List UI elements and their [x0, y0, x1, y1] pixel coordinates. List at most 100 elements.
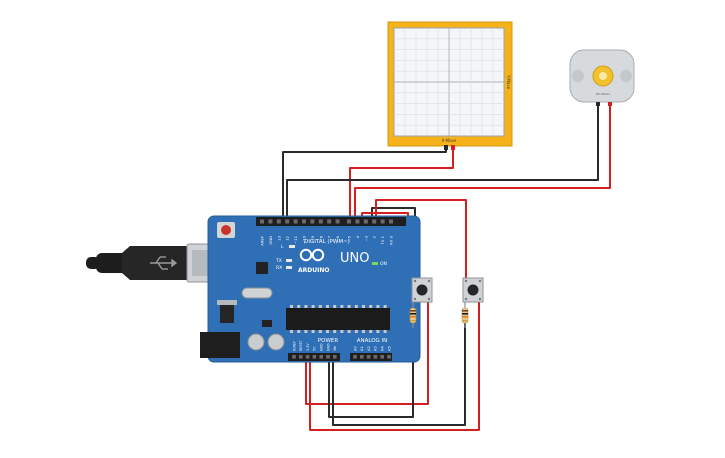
pin-hole[interactable] [387, 355, 391, 359]
pin-hole[interactable] [366, 355, 371, 359]
analog-header-strip [350, 353, 392, 361]
pin-hole[interactable] [305, 355, 310, 359]
pin-hole[interactable] [319, 355, 323, 359]
pin-label: 3.3V [306, 343, 310, 351]
pin-hole[interactable] [268, 219, 273, 224]
pin-label: GND [326, 343, 330, 351]
pin-label: 13 [276, 235, 281, 240]
pin-hole[interactable] [292, 355, 296, 359]
pin-hole[interactable] [318, 219, 323, 224]
motor-terminal-red[interactable] [608, 102, 612, 106]
wires [282, 104, 611, 431]
motor-label: DC Motor [596, 92, 611, 96]
led-tx-label: TX [275, 258, 282, 264]
motor-terminal-black[interactable] [596, 102, 600, 106]
model-label: UNO [340, 251, 369, 266]
wire-black-gnd-to-resistor2[interactable] [332, 323, 466, 426]
pin-label: ~5 [347, 235, 352, 241]
analog-header-label: ANALOG IN [357, 338, 388, 344]
pin-hole[interactable] [285, 219, 290, 224]
wire-red-plotter-to-pin8[interactable] [349, 146, 454, 221]
dc-motor[interactable]: DC Motor [569, 49, 635, 106]
pin-hole[interactable] [363, 219, 368, 224]
pin-hole[interactable] [335, 219, 340, 224]
arduino-logo-icon [299, 248, 325, 262]
pin-label: A2 [367, 346, 371, 351]
pin-label: ~9 [310, 235, 315, 241]
pin-hole[interactable] [353, 355, 357, 359]
power-jack[interactable] [200, 332, 240, 358]
pin-hole[interactable] [373, 355, 378, 359]
capacitor-1 [247, 333, 265, 351]
usb-chip [256, 262, 268, 274]
pin-label: IOREF [292, 341, 296, 351]
pin-hole[interactable] [380, 355, 384, 359]
pin-hole[interactable] [310, 219, 315, 224]
resistor-2[interactable] [461, 302, 469, 328]
pin-hole[interactable] [260, 219, 264, 224]
plotter-terminal-black[interactable] [444, 145, 448, 150]
wire-black-gnd-to-resistor1[interactable] [328, 323, 414, 418]
analog-pin-holes [353, 355, 391, 359]
pin-label: AREF [260, 236, 265, 246]
push-button-2[interactable] [462, 277, 484, 303]
pin-hole[interactable] [389, 219, 393, 224]
pin-hole[interactable] [293, 219, 298, 224]
led-on [372, 262, 378, 265]
wire-red-5v-to-button1[interactable] [305, 300, 429, 405]
pin-label: 2 [372, 235, 377, 238]
pin-label: 12 [285, 235, 290, 240]
digital-pin-holes [260, 219, 393, 224]
pin-label: RESET [299, 339, 303, 351]
pin-hole[interactable] [299, 355, 303, 359]
pin-hole[interactable] [347, 219, 351, 224]
pin-label: A0 [353, 346, 357, 351]
crystal [241, 287, 273, 299]
pin-hole[interactable] [276, 219, 281, 224]
wire-red-motor[interactable] [354, 104, 611, 221]
pin-label: Vin [333, 346, 337, 351]
usb-icon [150, 256, 178, 270]
resistor-1[interactable] [409, 302, 417, 328]
pin-hole[interactable] [302, 219, 306, 224]
pin-label: A3 [374, 346, 378, 351]
plotter-terminal-red[interactable] [451, 145, 455, 150]
wire-black-motor[interactable] [286, 104, 599, 221]
plotter-grid [394, 28, 504, 136]
pin-label: A1 [360, 346, 364, 351]
wire-black-plotter-to-gnd[interactable] [282, 146, 447, 221]
capacitor-2 [267, 333, 285, 351]
xy-plotter[interactable]: Y-Move X-Move [387, 21, 513, 150]
led-rx-label: RX [276, 265, 282, 271]
pin-label: 5V [313, 346, 317, 351]
pin-hole[interactable] [333, 355, 337, 359]
push-button-1[interactable] [411, 277, 433, 303]
plotter-bottom-label: X-Move [442, 138, 457, 143]
pin-hole[interactable] [355, 219, 360, 224]
wire-red-pin2-to-button2[interactable] [375, 199, 467, 280]
pin-label: A5 [387, 346, 391, 351]
pin-hole[interactable] [327, 219, 332, 224]
pin-label: RX 0 [389, 235, 394, 244]
pin-label: A4 [381, 346, 385, 351]
pin-hole[interactable] [312, 355, 317, 359]
brand-label: ARDUINO [298, 267, 329, 274]
pin-hole[interactable] [372, 219, 377, 224]
digital-header-label: DIGITAL (PWM~) [304, 239, 350, 245]
pin-hole[interactable] [380, 219, 385, 224]
pin-hole[interactable] [326, 355, 330, 359]
pin-label: ~11 [293, 235, 298, 244]
voltage-regulator [220, 305, 234, 323]
led-tx [286, 259, 292, 262]
atmega-chip [286, 305, 390, 333]
wire-red-5v-to-button2[interactable] [309, 300, 480, 431]
reset-button[interactable] [221, 225, 231, 235]
pin-hole[interactable] [360, 355, 364, 359]
pin-label: ~3 [363, 235, 368, 241]
pin-label: ~10 [302, 235, 307, 244]
motor-shaft-icon [592, 65, 614, 87]
